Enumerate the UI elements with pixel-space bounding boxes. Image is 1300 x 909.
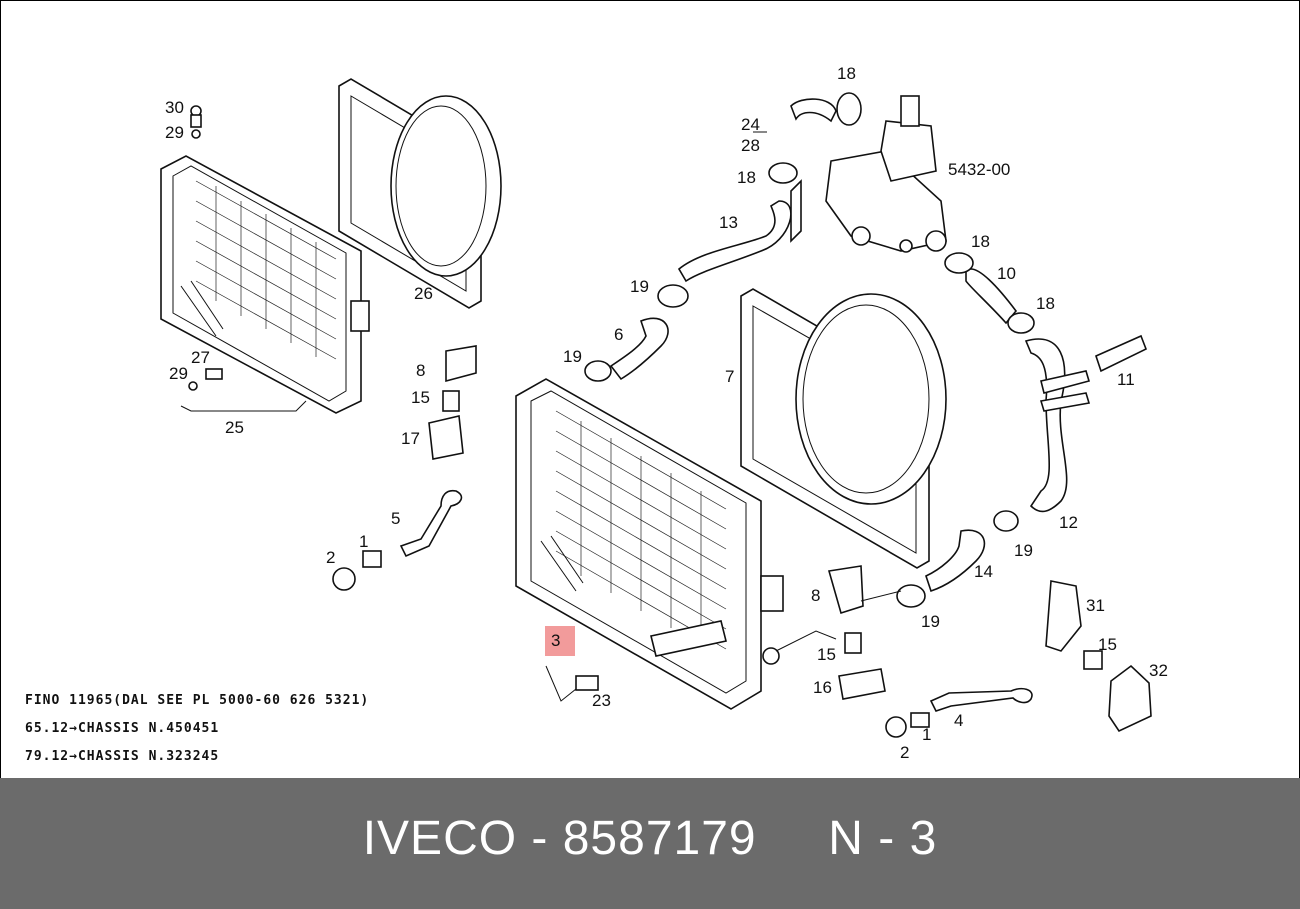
callout: 19 (921, 612, 940, 631)
leader-lines (545, 131, 902, 702)
callout: 29 (165, 123, 184, 142)
callout: 30 (165, 98, 184, 117)
callout: 31 (1086, 596, 1105, 615)
callout: 5 (391, 509, 400, 528)
callout: 24 (741, 115, 760, 134)
callout: 4 (954, 711, 963, 730)
fan-shroud-26 (338, 78, 502, 309)
fan-shroud-7 (740, 288, 947, 569)
callout: 1 (922, 725, 931, 744)
callout: 18 (837, 64, 856, 83)
radiator-main (515, 378, 837, 710)
diagram-panel: 30 29 27 29 25 26 8 15 17 5 1 2 19 6 19 … (0, 0, 1300, 778)
callout: 18 (971, 232, 990, 251)
highlight-box (545, 626, 575, 656)
footer-bar: IVECO - 8587179 N - 3 (0, 778, 1300, 909)
callout: 6 (614, 325, 623, 344)
callout: 16 (813, 678, 832, 697)
callout: 28 (741, 136, 760, 155)
callout: 15 (411, 388, 430, 407)
callout: 13 (719, 213, 738, 232)
callout: 23 (592, 691, 611, 710)
callout: 15 (817, 645, 836, 664)
callout: 29 (169, 364, 188, 383)
hose-clamps (584, 92, 1035, 608)
note-line: 65.12→CHASSIS N.450451 (25, 721, 219, 736)
callout: 2 (326, 548, 335, 567)
callout: 32 (1149, 661, 1168, 680)
callout: 19 (563, 347, 582, 366)
callout: 26 (414, 284, 433, 303)
callout: 27 (191, 348, 210, 367)
callout: 17 (401, 429, 420, 448)
footer-part-number: IVECO - 8587179 N - 3 (362, 812, 938, 865)
callout: 8 (416, 361, 425, 380)
callout: 18 (737, 168, 756, 187)
callout: 5432-00 (948, 160, 1010, 179)
callout: 19 (1014, 541, 1033, 560)
note-line: 79.12→CHASSIS N.323245 (25, 749, 219, 764)
callout: 2 (900, 743, 909, 762)
radiator-assembly-small (160, 105, 370, 414)
callout: 19 (630, 277, 649, 296)
callout: 15 (1098, 635, 1117, 654)
callout: 7 (725, 367, 734, 386)
parts-diagram: 30 29 27 29 25 26 8 15 17 5 1 2 19 6 19 … (25, 64, 1168, 764)
brackets-and-fittings (332, 345, 1152, 738)
note-line: FINO 11965(DAL SEE PL 5000-60 626 5321) (25, 693, 369, 708)
notes-block: FINO 11965(DAL SEE PL 5000-60 626 5321) … (25, 693, 369, 764)
callout-labels: 30 29 27 29 25 26 8 15 17 5 1 2 19 6 19 … (165, 64, 1168, 762)
callout: 18 (1036, 294, 1055, 313)
callout: 11 (1117, 370, 1135, 389)
compressor-5432-00 (825, 95, 947, 253)
callout: 14 (974, 562, 993, 581)
callout: 10 (997, 264, 1016, 283)
callout: 12 (1059, 513, 1078, 532)
callout: 25 (225, 418, 244, 437)
callout: 3 (551, 631, 560, 650)
callout: 1 (359, 532, 368, 551)
callout: 8 (811, 586, 820, 605)
